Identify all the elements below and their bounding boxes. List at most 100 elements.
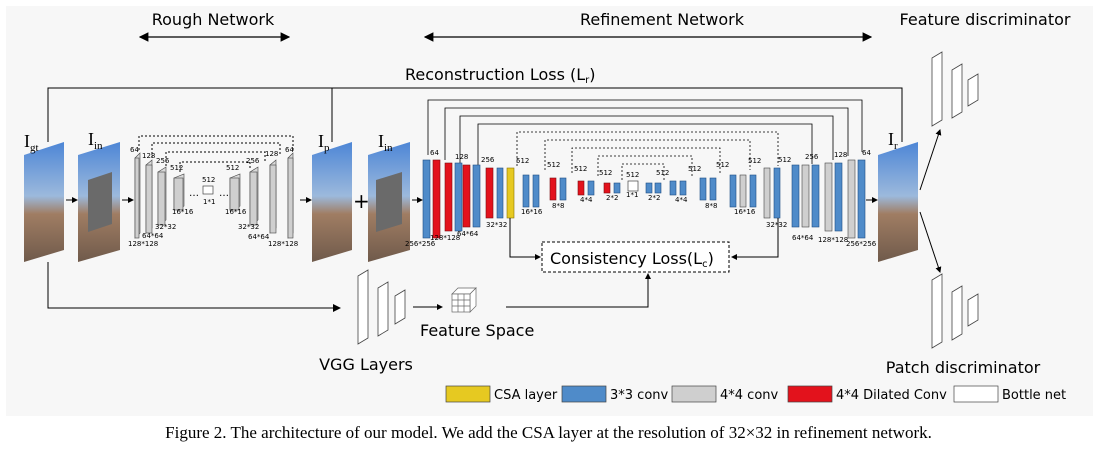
rough-ch-64b: 64 bbox=[285, 146, 294, 154]
legend-swatch-conv3 bbox=[561, 385, 607, 403]
image-gt-label: Igt bbox=[24, 131, 39, 154]
refine-size-128b: 128*128 bbox=[818, 236, 848, 244]
refine-ch-512f: 512 bbox=[656, 169, 669, 177]
refine-size-2b: 2*2 bbox=[648, 194, 660, 202]
rough-size-1: 1*1 bbox=[203, 198, 215, 206]
mask-region-2 bbox=[376, 172, 402, 232]
image-input-refine-label: Iin bbox=[378, 131, 393, 154]
refine-size-8a: 8*8 bbox=[552, 202, 564, 210]
refine-size-64b: 64*64 bbox=[792, 234, 814, 242]
feature-space-cube bbox=[451, 287, 477, 313]
refine-skip-1 bbox=[427, 99, 863, 155]
rough-ch-256a: 256 bbox=[156, 157, 170, 165]
vgg-layers bbox=[357, 269, 406, 345]
refine-enc-64 bbox=[422, 159, 441, 239]
rough-block-256b bbox=[249, 166, 259, 226]
rough-network-title: Rough Network bbox=[152, 10, 275, 29]
refine-size-16a: 16*16 bbox=[521, 208, 543, 216]
consistency-loss-label: Consistency Loss(Lc) bbox=[550, 249, 714, 270]
rough-ch-512c: 512 bbox=[226, 164, 239, 172]
refine-ch-512h: 512 bbox=[716, 161, 729, 169]
refine-dec-512-32 bbox=[763, 167, 781, 219]
image-refined-output-label: Ir bbox=[888, 129, 898, 152]
legend-label-conv4: 4*4 conv bbox=[720, 388, 779, 403]
rough-skip-4 bbox=[179, 161, 251, 172]
refine-size-2a: 2*2 bbox=[606, 194, 618, 202]
refine-ch-512c: 512 bbox=[574, 165, 587, 173]
refine-enc-512-32 bbox=[485, 167, 515, 219]
refine-size-32: 32*32 bbox=[486, 221, 507, 229]
refine-ch-512b: 512 bbox=[547, 161, 560, 169]
rough-size-128b: 128*128 bbox=[268, 240, 298, 248]
reconstruction-loss-label: Reconstruction Loss (Lr) bbox=[405, 65, 596, 86]
refine-size-4b: 4*4 bbox=[675, 196, 688, 204]
rough-ellipsis-2: … bbox=[219, 188, 229, 199]
rough-block-128 bbox=[145, 159, 153, 234]
rough-block-64b bbox=[287, 152, 294, 239]
image-refined-output: Ir bbox=[878, 129, 918, 262]
refine-dec-64 bbox=[847, 159, 866, 239]
refine-ch-512e: 512 bbox=[626, 171, 639, 179]
refine-skip-4 bbox=[477, 123, 813, 170]
refine-dec-512-8 bbox=[699, 177, 717, 201]
feature-discriminator-title: Feature discriminator bbox=[900, 10, 1071, 29]
patch-discriminator-title: Patch discriminator bbox=[886, 358, 1041, 377]
refine-skip-5 bbox=[516, 131, 779, 166]
rough-ch-128a: 128 bbox=[142, 152, 155, 160]
refine-size-4a: 4*4 bbox=[580, 196, 593, 204]
refine-ch-512i: 512 bbox=[748, 157, 761, 165]
architecture-diagram: Rough Network Refinement Network Feature… bbox=[24, 10, 1071, 403]
csa-layer bbox=[506, 167, 515, 219]
refine-dec-512-2 bbox=[645, 182, 662, 194]
refine-size-16b: 16*16 bbox=[734, 208, 756, 216]
rough-size-32a: 32*32 bbox=[155, 223, 176, 231]
rough-ch-256b: 256 bbox=[246, 157, 260, 165]
refine-size-256b: 256*256 bbox=[846, 240, 877, 248]
rough-block-64 bbox=[134, 152, 141, 239]
reconstruction-loss-line bbox=[47, 87, 903, 142]
refine-ch-512j: 512 bbox=[778, 156, 791, 164]
arrow-feature-to-consistency bbox=[506, 273, 651, 308]
rough-block-512a bbox=[173, 173, 185, 211]
patch-discriminator bbox=[931, 273, 979, 349]
refinement-network: 64 128 256 512 512 512 512 512 512 512 5… bbox=[405, 99, 877, 248]
refine-enc-128 bbox=[444, 162, 463, 232]
rough-size-64a: 64*64 bbox=[142, 232, 164, 240]
rough-bottleneck bbox=[202, 185, 214, 195]
legend: CSA layer 3*3 conv 4*4 conv 4*4 Dilated … bbox=[445, 385, 1066, 403]
refine-ch-256b: 256 bbox=[805, 153, 819, 161]
plus-sign: + bbox=[353, 189, 370, 213]
refine-size-128: 128*128 bbox=[430, 234, 460, 242]
legend-label-bottleneck: Bottle net bbox=[1002, 388, 1066, 403]
refine-skip-6 bbox=[544, 139, 751, 170]
refine-ch-256: 256 bbox=[481, 156, 495, 164]
refine-enc-512-16 bbox=[522, 174, 540, 208]
refine-skip-7 bbox=[571, 147, 721, 173]
rough-network: … … 64 128 256 512 512 512 256 128 64 12… bbox=[128, 135, 298, 248]
rough-ch-128b: 128 bbox=[265, 150, 278, 158]
arrow-to-patch-discriminator bbox=[919, 211, 942, 273]
vgg-layers-label: VGG Layers bbox=[319, 355, 413, 374]
refine-ch-128: 128 bbox=[455, 153, 468, 161]
arrow-to-feature-discriminator bbox=[919, 129, 942, 191]
legend-swatch-bottleneck bbox=[953, 385, 999, 403]
refinement-network-title: Refinement Network bbox=[580, 10, 745, 29]
refine-dec-512-16 bbox=[729, 174, 757, 208]
rough-skip-2 bbox=[151, 142, 281, 158]
mask-region bbox=[88, 172, 112, 232]
rough-block-128b bbox=[269, 159, 277, 234]
refine-bottleneck bbox=[627, 180, 639, 192]
image-rough-output: Ip bbox=[312, 131, 352, 262]
rough-size-128a: 128*128 bbox=[128, 240, 158, 248]
figure-caption: Figure 2. The architecture of our model.… bbox=[165, 423, 932, 442]
refine-skip-3 bbox=[459, 115, 834, 165]
refine-enc-512-8 bbox=[549, 177, 567, 201]
refine-ch-512d: 512 bbox=[599, 169, 612, 177]
refine-enc-512-4 bbox=[577, 180, 595, 196]
feature-discriminator bbox=[931, 51, 979, 127]
legend-label-csa: CSA layer bbox=[494, 388, 558, 403]
refine-ch-512a: 512 bbox=[516, 157, 529, 165]
refine-size-32b: 32*32 bbox=[766, 221, 787, 229]
refine-dec-128 bbox=[824, 162, 843, 232]
